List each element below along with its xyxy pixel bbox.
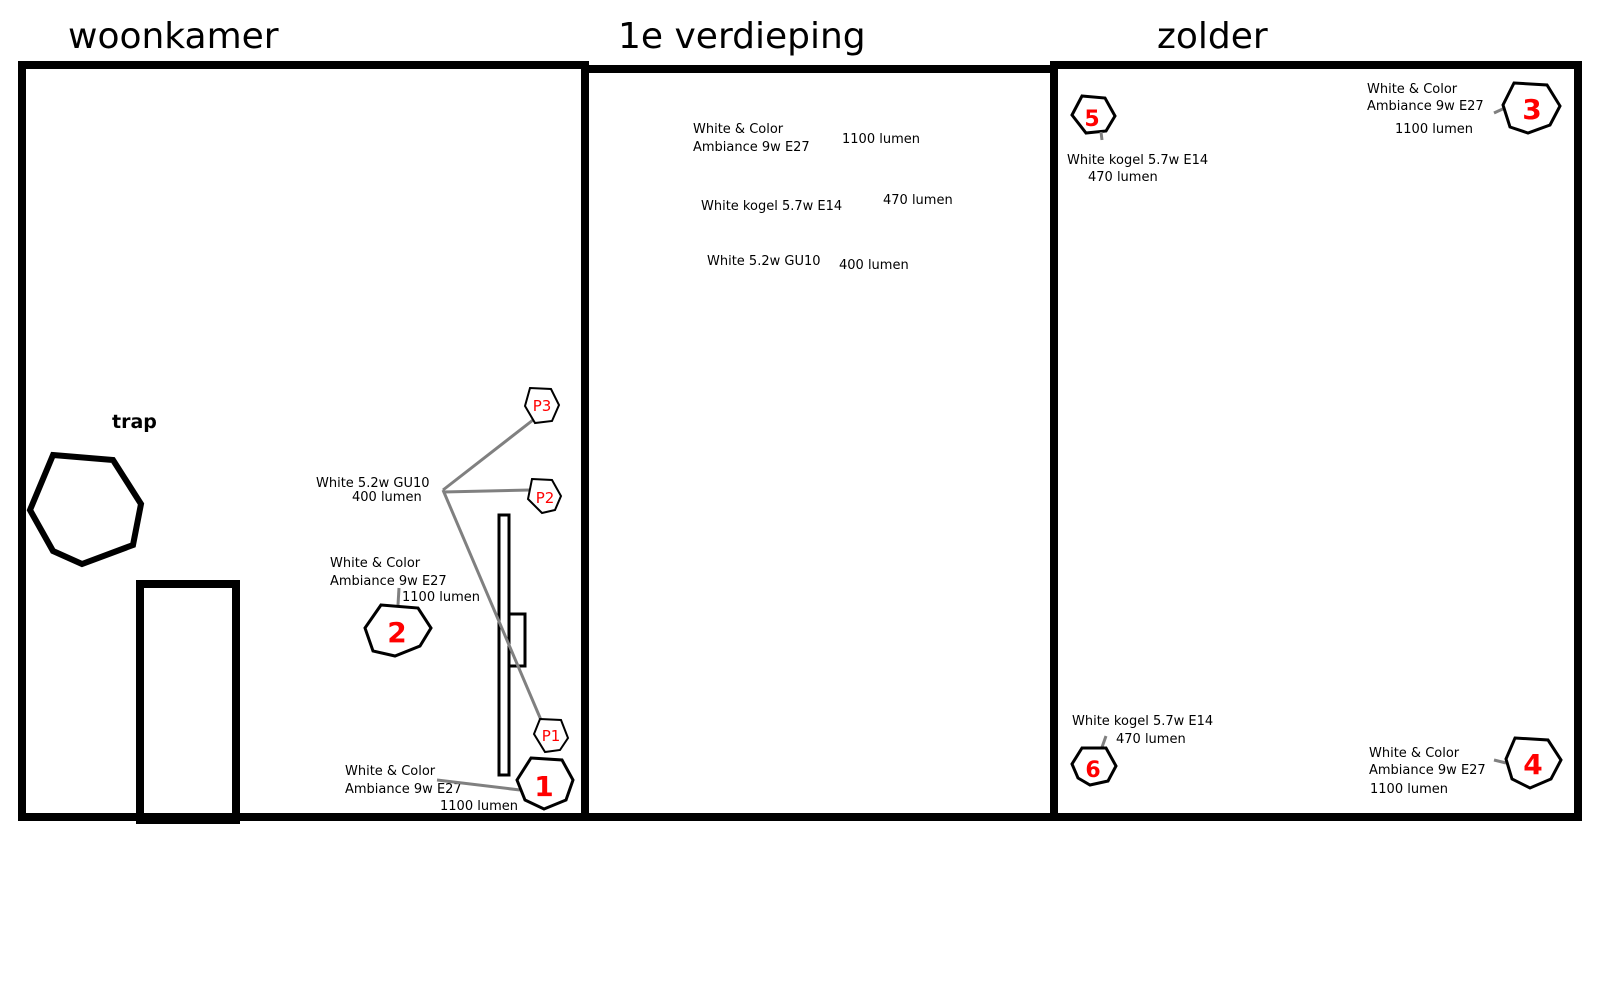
leader-p2 — [442, 488, 531, 494]
trap-outline — [26, 451, 145, 568]
lamp2-label-line1: White & Color — [330, 556, 421, 571]
lamp-p2-label: P2 — [536, 489, 555, 507]
lamp-1-number: 1 — [534, 770, 553, 803]
lamp-1 — [515, 756, 575, 811]
lamp-5-number: 5 — [1084, 107, 1099, 132]
cabinet-door — [510, 612, 527, 668]
lamp1-lumen: 1100 lumen — [440, 799, 518, 814]
leader-p3 — [442, 418, 534, 492]
lamp-4-number: 4 — [1523, 748, 1542, 781]
lamp4-label-line2: Ambiance 9w E27 — [1369, 763, 1486, 778]
lamp-6 — [1070, 746, 1118, 787]
lamp1-label-line2: Ambiance 9w E27 — [345, 782, 462, 797]
lamp-5 — [1070, 94, 1117, 135]
leader-lamp5 — [1099, 131, 1104, 141]
lamp-p3-label: P3 — [533, 397, 552, 415]
lamp4-label-line1: White & Color — [1369, 746, 1460, 761]
legend-e14-name: White kogel 5.7w E14 — [701, 199, 842, 214]
lamp-p3 — [523, 386, 561, 425]
room-title-zolder: zolder — [1157, 16, 1268, 57]
leader-lamp4 — [1493, 758, 1507, 765]
legend-e27-line1: White & Color — [693, 122, 784, 137]
lamp2-lumen: 1100 lumen — [402, 590, 480, 605]
lamp1-label-line1: White & Color — [345, 764, 436, 779]
lamp-3-number: 3 — [1522, 93, 1541, 126]
lamp3-lumen: 1100 lumen — [1395, 122, 1473, 137]
leader-lamp2 — [396, 587, 401, 606]
lamp3-label-line1: White & Color — [1367, 82, 1458, 97]
legend-gu10-name: White 5.2w GU10 — [707, 254, 821, 269]
lamp6-label: White kogel 5.7w E14 — [1072, 714, 1213, 729]
lamp6-lumen: 470 lumen — [1116, 732, 1186, 747]
lamp-4 — [1504, 736, 1563, 790]
legend-e27-lumen: 1100 lumen — [842, 132, 920, 147]
room-1e-verdieping — [581, 65, 1058, 821]
lamp5-label: White kogel 5.7w E14 — [1067, 153, 1208, 168]
trap-label: trap — [112, 411, 157, 433]
lamp3-label-line2: Ambiance 9w E27 — [1367, 99, 1484, 114]
legend-e27-line2: Ambiance 9w E27 — [693, 140, 810, 155]
lamp4-lumen: 1100 lumen — [1370, 782, 1448, 797]
leader-lamp1 — [436, 778, 521, 792]
room-zolder — [1050, 61, 1582, 821]
doorway — [136, 580, 240, 824]
lamp-3 — [1501, 81, 1562, 135]
lamp2-label-line2: Ambiance 9w E27 — [330, 574, 447, 589]
lamp-2 — [363, 603, 433, 658]
gu10-lumen: 400 lumen — [352, 490, 422, 505]
lamp-p1-label: P1 — [542, 727, 561, 745]
leader-p1 — [441, 489, 543, 721]
lamp5-lumen: 470 lumen — [1088, 170, 1158, 185]
lamp-6-number: 6 — [1085, 758, 1100, 783]
room-title-1e-verdieping: 1e verdieping — [618, 16, 866, 57]
gu10-label: White 5.2w GU10 — [316, 476, 430, 491]
lamp-2-number: 2 — [387, 616, 406, 649]
legend-gu10-lumen: 400 lumen — [839, 258, 909, 273]
lamp-p2 — [526, 477, 563, 515]
room-title-woonkamer: woonkamer — [68, 16, 279, 57]
legend-e14-lumen: 470 lumen — [883, 193, 953, 208]
lamp-p1 — [532, 717, 570, 754]
